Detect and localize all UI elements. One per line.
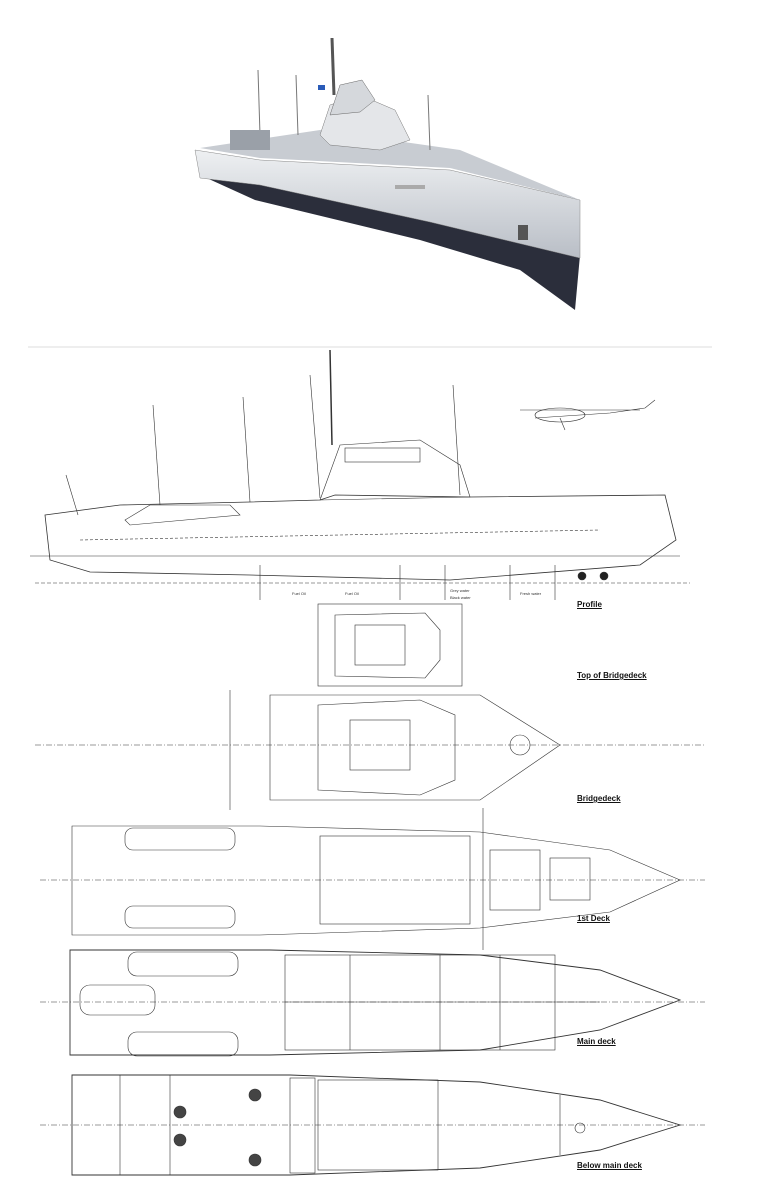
tank-label: Fuel Oil bbox=[345, 591, 359, 596]
below-main-deck-view bbox=[40, 1074, 705, 1176]
first-deck-view bbox=[40, 808, 705, 950]
label-profile: Profile bbox=[577, 600, 602, 609]
label-first-deck: 1st Deck bbox=[577, 914, 610, 923]
hull-lower bbox=[200, 175, 580, 310]
bridgedeck-view bbox=[35, 690, 705, 810]
tank-label: Fuel Oil bbox=[292, 591, 306, 596]
profile-view bbox=[30, 349, 690, 600]
tank-label: Black water bbox=[450, 595, 471, 600]
mast bbox=[330, 37, 336, 96]
label-bridgedeck: Bridgedeck bbox=[577, 794, 621, 803]
label-top-of-bridgedeck: Top of Bridgedeck bbox=[577, 671, 647, 680]
tank-label: Grey water bbox=[450, 588, 470, 593]
main-deck-view bbox=[40, 949, 705, 1057]
ship-render bbox=[194, 37, 581, 310]
bridge bbox=[329, 79, 376, 116]
label-main-deck: Main deck bbox=[577, 1037, 616, 1046]
top-of-bridgedeck-view bbox=[317, 603, 463, 687]
deck bbox=[200, 130, 580, 200]
tank-label: Fresh water bbox=[520, 591, 542, 596]
hull-upper bbox=[194, 149, 581, 259]
label-below-main-deck: Below main deck bbox=[577, 1161, 642, 1170]
